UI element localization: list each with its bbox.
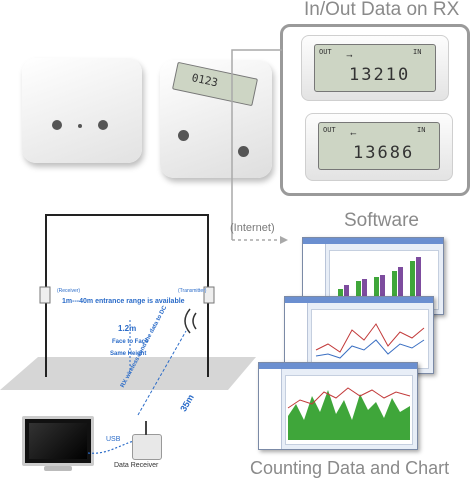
software-heading: Software: [344, 210, 419, 231]
sensor-hole-icon: [98, 120, 108, 130]
rx-device-1: OUT ⟶ IN 13210: [301, 35, 449, 101]
receiver-lcd-value: 0123: [190, 71, 220, 90]
monitor: [22, 416, 94, 466]
arrow-right-icon: ⟶: [347, 51, 352, 60]
receiver-sensor: [39, 286, 51, 304]
transmitter-label: (Transmitter): [178, 288, 207, 294]
floor: [0, 357, 256, 390]
rx-heading: In/Out Data on RX: [304, 0, 460, 20]
transmitter-device: [22, 58, 142, 163]
transmitter-sensor: [203, 286, 215, 304]
rx-count-value: 13210: [349, 65, 411, 85]
rx-display-frame: OUT ⟶ IN 13210 OUT ⟵ IN 13686: [280, 24, 470, 196]
software-window-area-chart: [258, 362, 418, 450]
arrow-left-icon: ⟵: [351, 129, 356, 138]
software-window-line-chart: [284, 296, 434, 374]
receiver-device: 0123: [160, 60, 272, 178]
rx-lcd-2: OUT ⟵ IN 13686: [318, 122, 440, 170]
wifi-icon: [192, 312, 197, 330]
installation-diagram: [0, 214, 256, 416]
face-to-face-text: Face to Face: [112, 339, 149, 345]
rx-device-2: OUT ⟵ IN 13686: [305, 113, 453, 181]
data-receiver-device: [132, 421, 162, 460]
antenna-icon: [145, 421, 147, 435]
in-label: IN: [413, 48, 422, 56]
rx-lcd-1: OUT ⟶ IN 13210: [314, 44, 436, 92]
rx-count-value: 13686: [353, 143, 415, 163]
receiver-label: (Receiver): [57, 288, 81, 294]
range-text: 1m---40m entrance range is available: [62, 298, 185, 305]
sensor-hole-icon: [52, 120, 62, 130]
bottom-heading: Counting Data and Chart: [250, 458, 450, 478]
internet-label: (Internet): [230, 222, 275, 234]
monitor-stand: [44, 466, 72, 471]
line-chart-thumbnail: [315, 323, 425, 359]
internet-connector: [231, 49, 288, 244]
height-value: 1.2m: [118, 324, 137, 333]
sensor-hole-icon: [238, 146, 249, 157]
in-label: IN: [417, 126, 426, 134]
area-chart-thumbnail: [287, 387, 411, 440]
usb-label: USB: [106, 436, 121, 443]
data-receiver-label: Data Receiver: [114, 462, 159, 469]
out-label: OUT: [319, 48, 332, 56]
same-height-text: Same Height: [110, 351, 147, 357]
sensor-hole-icon: [78, 124, 82, 128]
sensor-hole-icon: [178, 130, 189, 141]
out-label: OUT: [323, 126, 336, 134]
